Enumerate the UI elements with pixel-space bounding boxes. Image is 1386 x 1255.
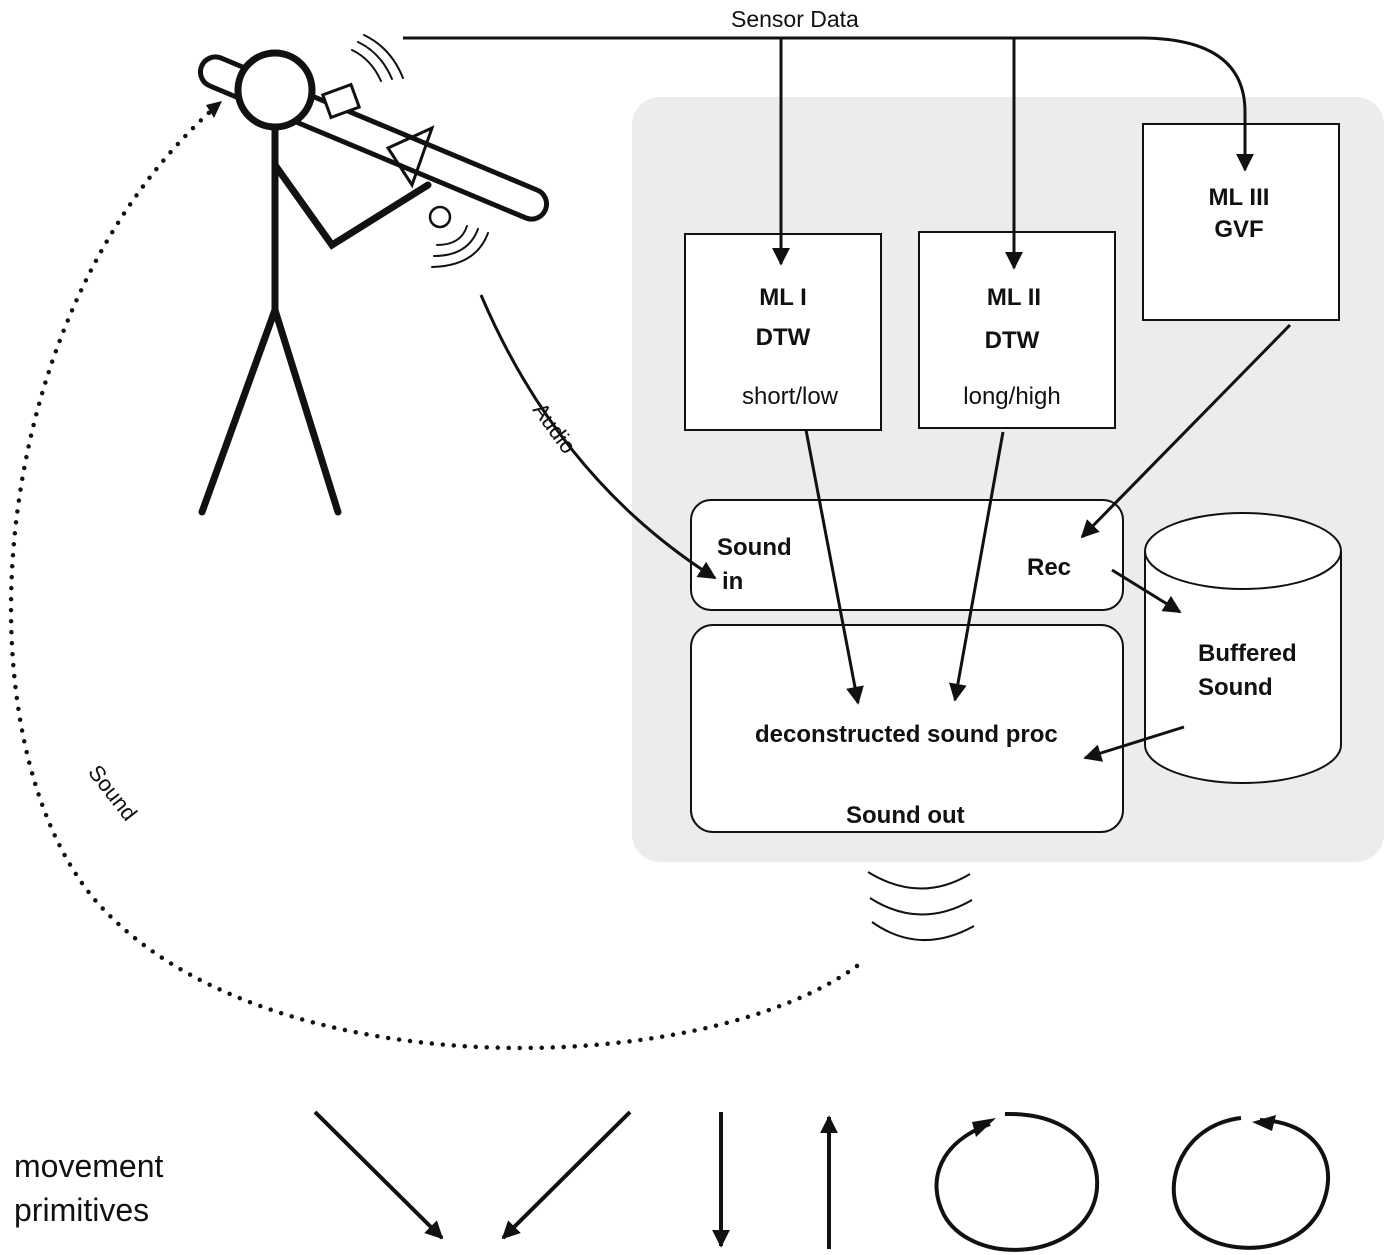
legend-label-1: movement: [14, 1148, 164, 1184]
buffer-label-2: Sound: [1198, 674, 1273, 701]
buffer-cylinder: [1144, 512, 1342, 784]
sensor-data-arrows: [403, 36, 1254, 270]
sound-in-label-2: in: [722, 568, 744, 595]
sound-out-box: [690, 624, 1124, 833]
microphone-icon: [428, 205, 452, 229]
ml2-range: long/high: [963, 383, 1061, 410]
processing-label: deconstructed sound proc: [755, 721, 1058, 748]
buffer-label-1: Buffered: [1198, 640, 1297, 667]
processing-arrows: [804, 323, 1292, 762]
ml1-box: [684, 233, 882, 431]
ml1-method: DTW: [755, 324, 811, 351]
sound-in-label-1: Sound: [717, 534, 792, 561]
audio-arrow: [479, 294, 717, 580]
circle-clockwise-icon: [934, 1111, 1100, 1252]
ml2-title: ML II: [986, 284, 1042, 311]
arrow-down-right-icon: [313, 1110, 444, 1240]
ml3-method: GVF: [1214, 216, 1264, 243]
performer-figure: [197, 34, 550, 516]
ml1-title: ML I: [759, 284, 807, 311]
rec-label: Rec: [1027, 554, 1072, 581]
speaker-waves: [867, 871, 975, 942]
circle-counterclockwise-icon: [1171, 1115, 1331, 1250]
head: [234, 49, 316, 131]
movement-primitives: [313, 1110, 1331, 1252]
sensor-box: [320, 82, 362, 120]
sound-feedback-arrowhead: [206, 101, 222, 118]
ml3-title: ML III: [1208, 184, 1270, 211]
ml2-method: DTW: [984, 327, 1040, 354]
sensor-data-label: Sensor Data: [731, 6, 859, 32]
ml1-range: short/low: [741, 383, 839, 410]
arrow-down-left-icon: [501, 1110, 632, 1240]
legend-label-2: primitives: [14, 1192, 150, 1228]
sound-feedback-path: [8, 107, 860, 1051]
sound-in-box: [690, 499, 1124, 611]
sound-out-label: Sound out: [846, 802, 965, 829]
instrument-bell: [385, 125, 435, 189]
